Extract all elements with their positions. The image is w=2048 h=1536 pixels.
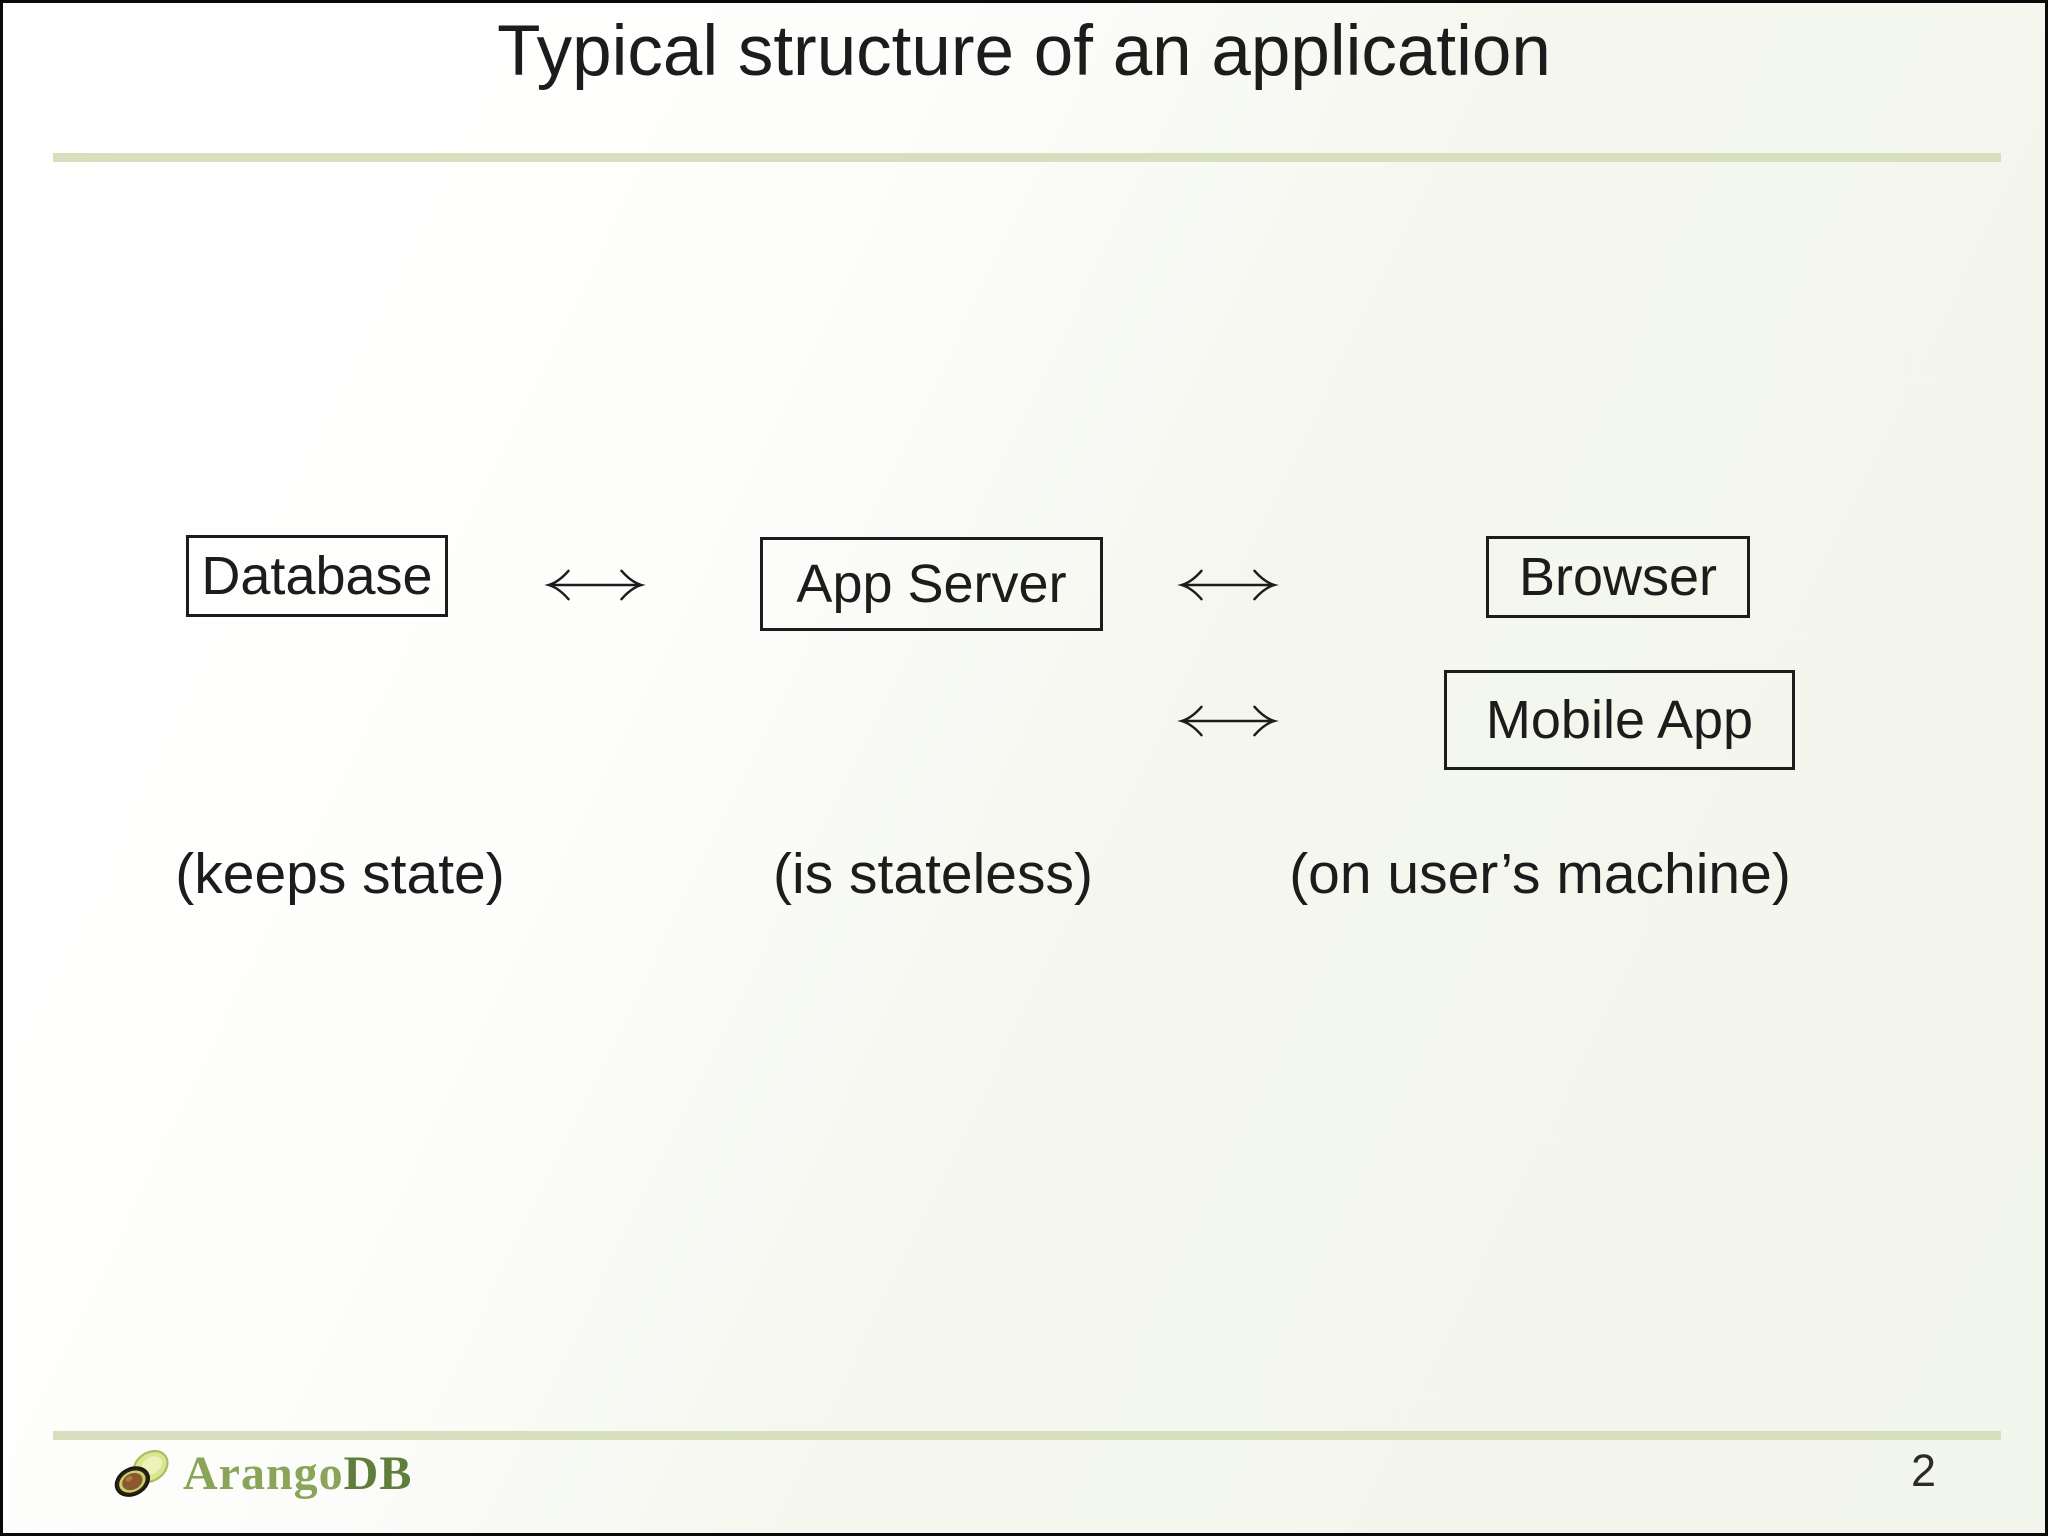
arangodb-logo: ArangoDB [107, 1443, 412, 1503]
node-app-server: App Server [760, 537, 1103, 631]
note-is-stateless: (is stateless) [773, 842, 1093, 906]
node-database-label: Database [201, 546, 433, 606]
node-app-server-label: App Server [796, 554, 1067, 614]
page-number: 2 [1911, 1445, 1937, 1496]
footer-divider [53, 1431, 2001, 1440]
node-browser: Browser [1486, 536, 1750, 618]
slide-title: Typical structure of an application [497, 12, 1551, 91]
note-on-users-machine: (on user’s machine) [1289, 842, 1791, 906]
double-arrow-icon [544, 569, 646, 601]
logo-text-db: DB [343, 1446, 413, 1500]
logo-text: ArangoDB [183, 1446, 412, 1501]
node-database: Database [186, 535, 448, 617]
avocado-icon [114, 1450, 169, 1497]
node-mobile-app-label: Mobile App [1485, 690, 1754, 750]
node-mobile-app: Mobile App [1444, 670, 1795, 770]
title-divider [53, 153, 2001, 162]
note-keeps-state: (keeps state) [175, 842, 505, 906]
double-arrow-icon [1177, 705, 1279, 737]
logo-text-arango: Arango [183, 1446, 344, 1500]
double-arrow-icon [1177, 569, 1279, 601]
node-browser-label: Browser [1518, 547, 1718, 607]
